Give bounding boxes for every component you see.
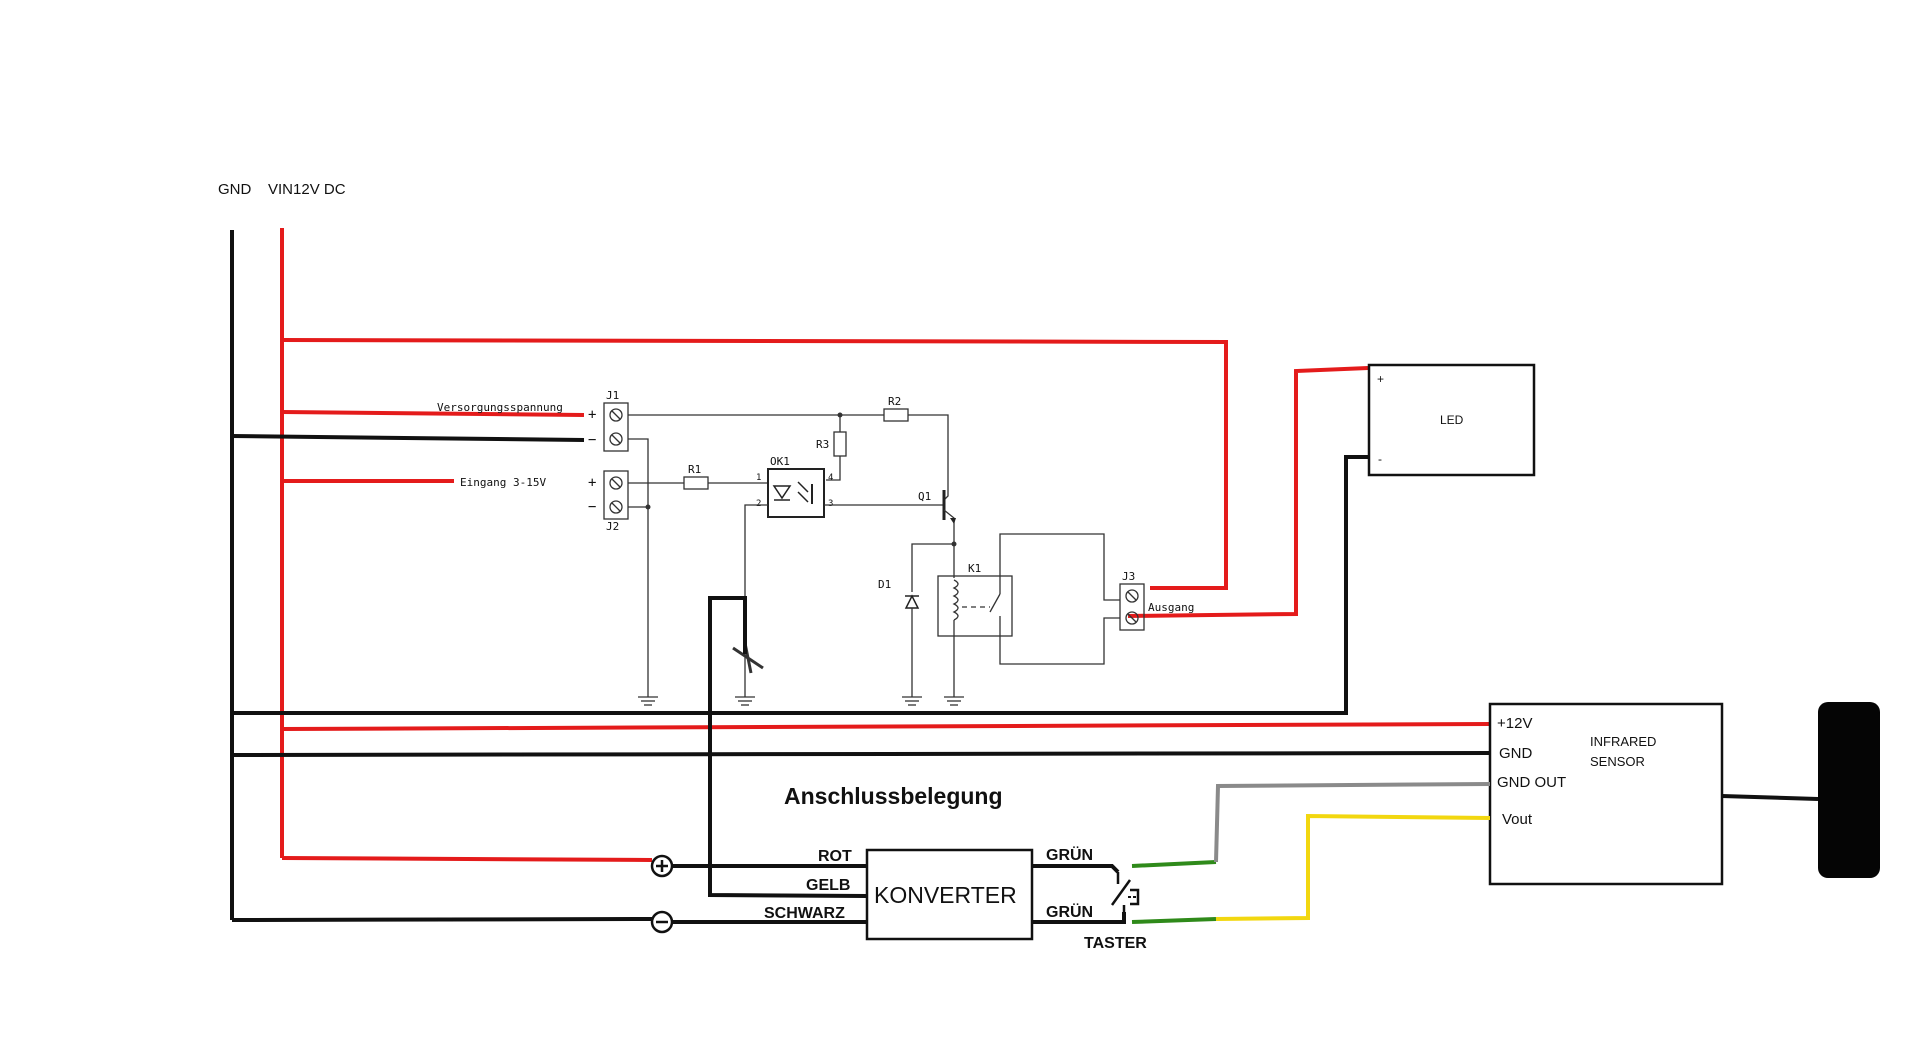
gnd-to-j1-minus-wire: [231, 434, 585, 442]
sensor-head: [1818, 702, 1880, 878]
vin-to-j1-plus-wire: [281, 410, 585, 417]
sensor-title-line1: INFRARED: [1590, 734, 1656, 749]
q1-label: Q1: [918, 490, 931, 503]
ground-symbol-ok1: [735, 696, 755, 706]
ok1-pin1: 1: [756, 473, 761, 483]
sensor-cable: [1721, 794, 1819, 801]
gelb-wire: [708, 596, 868, 898]
r3-label: R3: [816, 438, 829, 451]
ground-symbol-d1: [902, 696, 922, 706]
supply-label: Versorgungsspannung: [437, 401, 563, 414]
vin-rail-label: VIN12V DC: [268, 181, 346, 198]
output-label: Ausgang: [1148, 601, 1194, 614]
r1-label: R1: [688, 463, 701, 476]
ok1-optocoupler: [767, 468, 825, 518]
minus-terminal-icon: [650, 910, 674, 934]
gnd-to-converter-minus-wire: [231, 917, 653, 922]
j2-minus-sign: −: [588, 499, 596, 515]
j2-plus-sign: +: [588, 475, 596, 491]
led-minus-label: -: [1378, 452, 1382, 466]
r2-resistor: [883, 408, 909, 422]
relay-output-to-led-wire: [1127, 366, 1369, 618]
led-plus-label: +: [1377, 372, 1384, 386]
led-box: [1367, 363, 1536, 477]
ok1-pin2: 2: [756, 499, 761, 509]
gnd-to-sensor-gnd-wire: [231, 751, 1491, 757]
j2-terminal: [603, 470, 629, 520]
switch-lead-bottom: [1032, 912, 1126, 924]
gruen-bottom-label: GRÜN: [1046, 902, 1093, 921]
k1-label: K1: [968, 562, 981, 575]
j3-label: J3: [1122, 570, 1135, 583]
sensor-pin-12v: +12V: [1497, 715, 1532, 732]
j1-plus-sign: +: [588, 407, 596, 423]
cut-mark-x: [732, 642, 764, 674]
r2-label: R2: [888, 395, 901, 408]
converter-section-title: Anschlussbelegung: [784, 783, 1003, 809]
gruen-wire-bottom: [1131, 917, 1217, 924]
d1-label: D1: [878, 578, 891, 591]
vin-to-sensor-12v-wire: [281, 722, 1491, 731]
taster-label: TASTER: [1084, 935, 1147, 952]
rot-label: ROT: [818, 848, 852, 865]
gelb-label: GELB: [806, 877, 850, 894]
vout-wire: [1215, 813, 1491, 921]
gruen-top-label: GRÜN: [1046, 845, 1093, 864]
k1-relay: [937, 575, 1013, 637]
gruen-wire-top: [1131, 860, 1217, 868]
sensor-pin-gnd: GND: [1499, 745, 1533, 762]
vin-to-relay-common-wire: [281, 338, 1228, 590]
sensor-pin-vout: Vout: [1502, 811, 1533, 828]
sensor-title-line2: SENSOR: [1590, 754, 1645, 769]
j3-terminal: [1119, 583, 1145, 631]
relay-board-schematic: J1 Versorgungsspannung + − J2 Eingang 3-…: [437, 389, 1194, 706]
sensor-pin-gnd-out: GND OUT: [1497, 774, 1566, 791]
r3-resistor: [833, 431, 847, 457]
plus-terminal-icon: [650, 854, 674, 878]
led-label: LED: [1440, 413, 1464, 427]
ok1-pin4: 4: [828, 473, 833, 483]
gnd-to-led-minus-wire: [232, 455, 1369, 715]
ground-symbol-k1: [944, 696, 964, 706]
ok1-pin3: 3: [828, 499, 833, 509]
schwarz-label: SCHWARZ: [764, 905, 845, 922]
gnd-rail-label: GND: [218, 181, 252, 198]
ok1-label: OK1: [770, 455, 790, 468]
j1-terminal: [603, 402, 629, 452]
infrared-sensor-box: [1488, 702, 1724, 886]
input-label: Eingang 3-15V: [460, 476, 546, 489]
taster-switch-icon: [1110, 872, 1140, 912]
r1-resistor: [683, 476, 709, 490]
d1-diode: [904, 594, 920, 609]
switch-lead-top: [1032, 864, 1120, 874]
j1-label: J1: [606, 389, 619, 402]
gnd-out-wire: [1214, 782, 1491, 863]
converter-box: [865, 848, 1034, 941]
vin-to-converter-plus-wire: [281, 856, 653, 862]
ground-symbol-j: [638, 696, 658, 706]
j1-minus-sign: −: [588, 432, 596, 448]
j2-label: J2: [606, 520, 619, 533]
converter-label: KONVERTER: [874, 882, 1017, 908]
